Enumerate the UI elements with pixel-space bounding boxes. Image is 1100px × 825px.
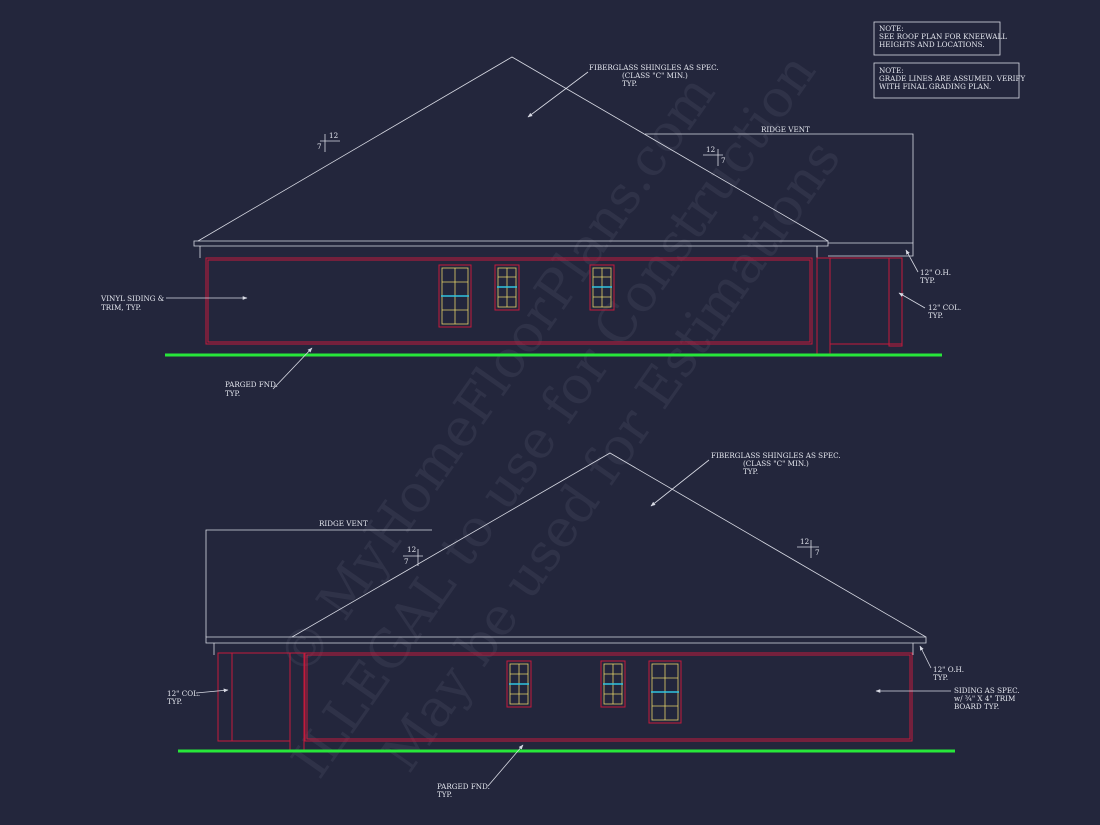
svg-text:7: 7 [404, 557, 409, 566]
svg-text:12" COL.: 12" COL. [167, 689, 200, 698]
note-2-line-1: NOTE: [879, 66, 904, 75]
top-pitch-symbol-b: 12 7 [703, 145, 726, 166]
note-1-line-1: NOTE: [879, 24, 904, 33]
svg-text:TYP.: TYP. [225, 389, 240, 398]
svg-text:7: 7 [721, 156, 726, 165]
top-eave-fascia [193, 240, 829, 247]
bottom-column [217, 652, 233, 742]
bottom-column-callout: 12" COL. TYP. [167, 688, 229, 706]
svg-text:TYP.: TYP. [920, 276, 935, 285]
svg-text:PARGED FND.: PARGED FND. [225, 380, 278, 389]
bottom-house-wall [304, 652, 913, 742]
svg-text:TYP.: TYP. [622, 79, 637, 88]
top-main-roof [197, 56, 829, 242]
top-window-3 [589, 264, 615, 311]
note-1-line-3: HEIGHTS AND LOCATIONS. [879, 40, 985, 49]
top-elevation: 12 7 12 7 FIBERGLASS SHINGLES AS SPEC. (… [100, 56, 961, 398]
bottom-window-1 [506, 660, 532, 708]
note-box-1: NOTE: SEE ROOF PLAN FOR KNEEWALL HEIGHTS… [873, 21, 1007, 56]
watermark-line-2: ILLEGAL to use for Construction [281, 43, 828, 788]
bottom-elevation: 12 7 12 7 FIBERGLASS SHINGLES AS SPEC. (… [167, 451, 1020, 799]
bottom-eave-fascia [292, 636, 927, 644]
svg-text:12: 12 [706, 145, 715, 154]
svg-text:FIBERGLASS SHINGLES AS SPEC.: FIBERGLASS SHINGLES AS SPEC. [711, 451, 841, 460]
svg-text:12" COL.: 12" COL. [928, 303, 961, 312]
svg-text:TRIM, TYP.: TRIM, TYP. [101, 303, 141, 312]
top-shingles-callout: FIBERGLASS SHINGLES AS SPEC. (CLASS "C" … [527, 63, 719, 118]
bottom-porch-eave [205, 636, 292, 644]
svg-text:TYP.: TYP. [928, 311, 943, 320]
svg-text:TYP.: TYP. [167, 697, 182, 706]
bottom-window-3 [648, 660, 682, 724]
top-column [888, 257, 903, 347]
top-pitch-symbol-a: 12 7 [317, 131, 340, 152]
svg-text:TYP.: TYP. [933, 673, 948, 682]
note-box-2: NOTE: GRADE LINES ARE ASSUMED. VERIFY WI… [873, 62, 1025, 99]
svg-text:FIBERGLASS SHINGLES AS SPEC.: FIBERGLASS SHINGLES AS SPEC. [589, 63, 719, 72]
svg-text:TYP.: TYP. [437, 790, 452, 799]
note-1-line-2: SEE ROOF PLAN FOR KNEEWALL [879, 32, 1007, 41]
svg-text:(CLASS "C" MIN.): (CLASS "C" MIN.) [743, 459, 809, 468]
top-foundation-callout: PARGED FND. TYP. [225, 347, 313, 398]
top-house-wall [205, 257, 813, 345]
top-rear-roof [645, 133, 914, 243]
svg-text:SIDING AS SPEC.: SIDING AS SPEC. [954, 686, 1020, 695]
svg-text:12" O.H.: 12" O.H. [933, 665, 964, 674]
svg-text:VINYL SIDING &: VINYL SIDING & [100, 294, 165, 303]
top-siding-callout: VINYL SIDING & TRIM, TYP. [100, 294, 248, 312]
bottom-foundation-callout: PARGED FND. TYP. [437, 744, 524, 799]
top-ridge-vent-label: RIDGE VENT [761, 125, 810, 134]
bottom-pitch-symbol-b: 12 7 [797, 537, 820, 558]
top-window-1 [438, 264, 472, 328]
svg-text:12" O.H.: 12" O.H. [920, 268, 951, 277]
bottom-rear-roof [205, 529, 432, 637]
svg-text:w/ ¾" X 4" TRIM: w/ ¾" X 4" TRIM [954, 694, 1015, 703]
top-window-2 [494, 264, 520, 311]
bottom-pitch-symbol-a: 12 7 [403, 545, 423, 566]
top-column-callout: 12" COL. TYP. [898, 292, 961, 320]
bottom-overhang-callout: 12" O.H. TYP. [919, 645, 964, 682]
svg-text:12: 12 [407, 545, 416, 554]
bottom-siding-callout: SIDING AS SPEC. w/ ¾" X 4" TRIM BOARD TY… [875, 686, 1020, 711]
bottom-window-2 [600, 660, 626, 708]
bottom-main-roof [291, 452, 927, 638]
note-2-line-3: WITH FINAL GRADING PLAN. [879, 82, 991, 91]
note-2-line-2: GRADE LINES ARE ASSUMED. VERIFY [879, 74, 1025, 83]
bottom-shingles-callout: FIBERGLASS SHINGLES AS SPEC. (CLASS "C" … [650, 451, 841, 507]
svg-text:7: 7 [815, 548, 820, 557]
svg-text:7: 7 [317, 142, 322, 151]
svg-text:BOARD TYP.: BOARD TYP. [954, 702, 999, 711]
top-overhang-callout: 12" O.H. TYP. [905, 249, 951, 285]
svg-text:PARGED FND.: PARGED FND. [437, 782, 490, 791]
svg-text:12: 12 [800, 537, 809, 546]
svg-text:(CLASS "C" MIN.): (CLASS "C" MIN.) [622, 71, 688, 80]
svg-text:TYP.: TYP. [743, 467, 758, 476]
top-porch-eave [828, 242, 914, 257]
svg-text:12: 12 [329, 131, 338, 140]
bottom-ridge-vent-label: RIDGE VENT [319, 519, 368, 528]
top-porch-wall [816, 257, 831, 357]
